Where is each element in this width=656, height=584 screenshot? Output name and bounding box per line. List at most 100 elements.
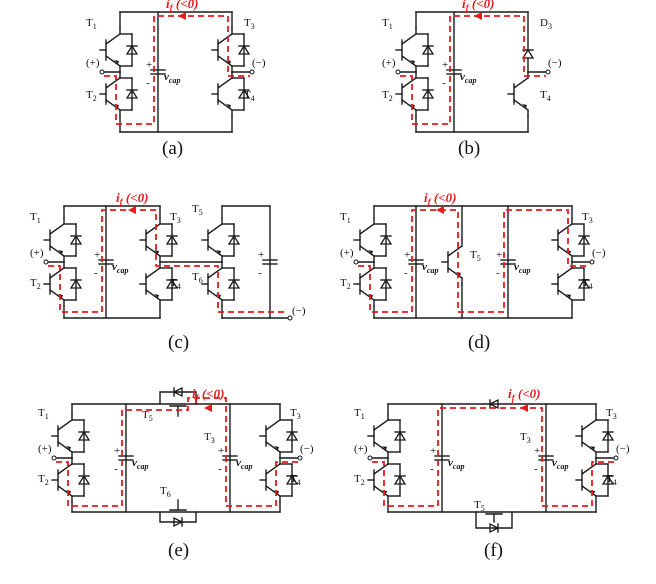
igbt-switch [353, 217, 392, 263]
current-arrow [204, 404, 212, 412]
igbt-switch [201, 217, 240, 263]
igbt-switch [211, 27, 250, 73]
terminal-plus-label: (+) [30, 247, 44, 259]
switch-label: T3 [520, 431, 531, 445]
current-arrow [128, 206, 136, 214]
terminal [367, 455, 373, 461]
igbt-switch [99, 71, 138, 117]
cap-plus: + [534, 445, 540, 457]
cap-plus: + [430, 445, 436, 457]
igbt-switch [353, 261, 392, 307]
igbt-switch [367, 413, 406, 459]
terminal-minus-label: (−) [592, 247, 606, 259]
cap-minus: - [442, 77, 446, 89]
switch-label: T4 [606, 473, 617, 487]
cap-minus: - [146, 77, 150, 89]
terminal [395, 69, 401, 75]
current-label: if (<0) [508, 386, 540, 403]
terminal [249, 69, 255, 75]
cap-voltage-label: vcap [112, 261, 128, 275]
cap-voltage-label: vcap [514, 261, 530, 275]
terminal-plus-label: (+) [38, 443, 52, 455]
terminal-minus-label: (−) [300, 443, 314, 455]
switch-label: T1 [30, 211, 41, 225]
terminal-plus-label: (+) [340, 247, 354, 259]
panel-caption: (c) [168, 332, 189, 353]
igbt-switch [507, 71, 529, 117]
switch-label: T5 [474, 499, 485, 513]
current-path [400, 15, 546, 125]
switch-label: D3 [540, 17, 552, 31]
switch-label: T1 [382, 17, 393, 31]
panel-caption: (a) [162, 138, 183, 159]
igbt-switch [395, 71, 434, 117]
cap-voltage-label: vcap [132, 457, 148, 471]
cap-minus: - [114, 463, 118, 475]
terminal [51, 455, 57, 461]
current-arrow [520, 404, 528, 412]
terminal-plus-label: (+) [382, 57, 396, 69]
switch-label: T4 [540, 89, 551, 103]
cap-voltage-label: vcap [422, 261, 438, 275]
terminal [99, 69, 105, 75]
cap-plus: + [258, 249, 264, 261]
igbt-switch [575, 413, 614, 459]
cap-minus: - [404, 267, 408, 279]
switch-label: T4 [244, 89, 255, 103]
igbt-switch [99, 27, 138, 73]
cap-plus: + [496, 249, 502, 261]
switch-label: T3 [582, 211, 593, 225]
igbt-switch [139, 217, 178, 263]
terminal [287, 315, 293, 321]
cap-minus: - [218, 463, 222, 475]
current-path [56, 397, 298, 507]
switch-label: T1 [340, 211, 351, 225]
cap-minus: - [496, 267, 500, 279]
switch-label: T3 [204, 431, 215, 445]
diode [488, 398, 499, 410]
switch-label: T6 [160, 485, 171, 499]
terminal-minus-label: (−) [548, 57, 562, 69]
cap-plus: + [94, 249, 100, 261]
terminal [353, 259, 359, 265]
switch-label: T6 [192, 271, 203, 285]
panel-caption: (e) [168, 540, 189, 561]
cap-voltage-label: vcap [552, 457, 568, 471]
igbt-switch [259, 413, 298, 459]
terminal [589, 259, 595, 265]
switch-label: T3 [290, 407, 301, 421]
panel-caption: (f) [484, 540, 503, 561]
switch-label: T2 [340, 277, 351, 291]
current-path [358, 209, 590, 313]
wire [475, 511, 513, 529]
wire [159, 511, 197, 523]
switch-label: T1 [38, 407, 49, 421]
igbt-switch [43, 217, 82, 263]
current-label: if (<0) [424, 190, 456, 207]
current-label: if (<0) [462, 0, 494, 13]
switch-label: T2 [86, 89, 97, 103]
current-path [48, 209, 288, 313]
igbt-switch [551, 217, 590, 263]
cap-plus: + [218, 445, 224, 457]
cap-voltage-label: vcap [448, 457, 464, 471]
switch-label: T5 [470, 249, 481, 263]
cap-voltage-label: vcap [236, 457, 252, 471]
panel-caption: (b) [458, 138, 480, 159]
terminal [43, 259, 49, 265]
cap-plus: + [114, 445, 120, 457]
current-label: if (<0) [116, 190, 148, 207]
igbt-switch [441, 239, 463, 285]
cap-minus: - [258, 267, 262, 279]
switch-label: T3 [606, 407, 617, 421]
cap-plus: + [146, 59, 152, 71]
igbt-switch [51, 457, 90, 503]
diode [489, 522, 500, 534]
igbt-switch [201, 261, 240, 307]
switch-label: T1 [86, 17, 97, 31]
switch-label: T3 [170, 211, 181, 225]
switch-label: T3 [244, 17, 255, 31]
